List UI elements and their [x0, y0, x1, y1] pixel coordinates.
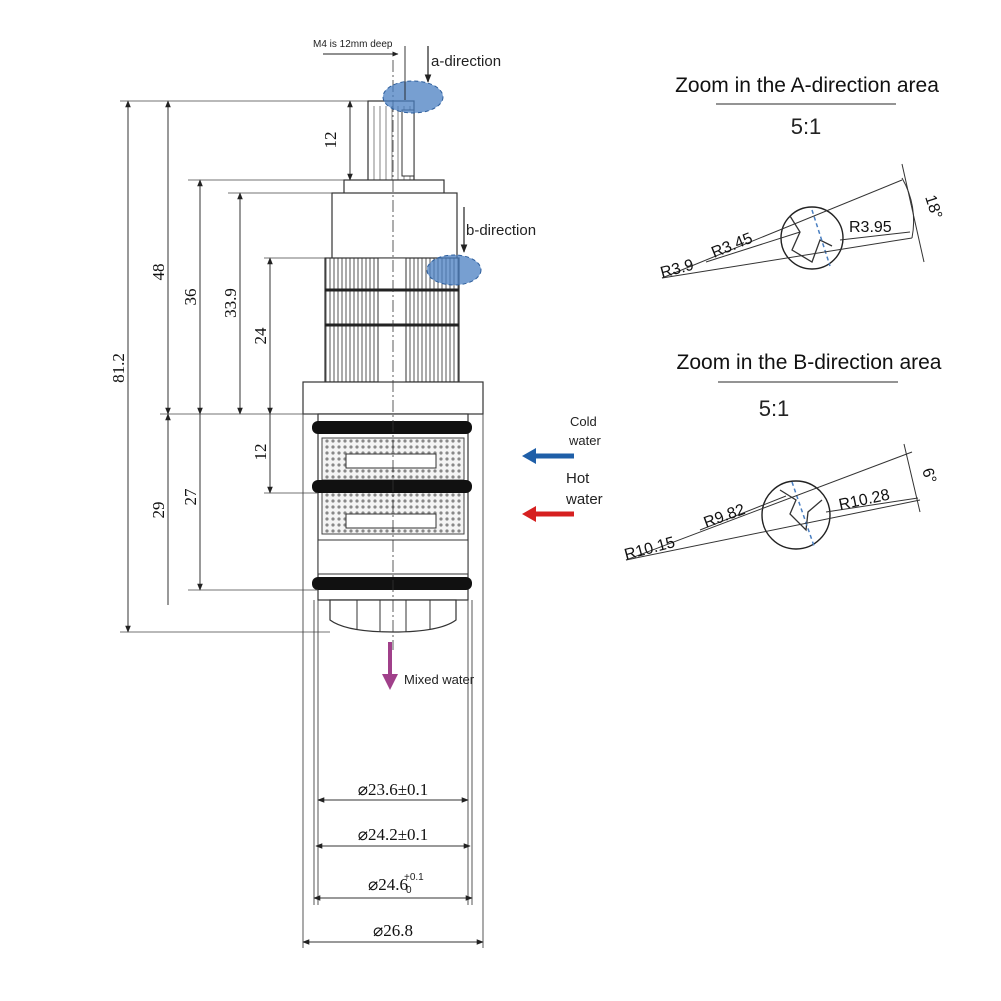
dia-24-2: ⌀24.2±0.1 [358, 825, 429, 844]
zoom-b-scale: 5:1 [759, 396, 790, 421]
zoom-b-r3: R10.28 [837, 487, 891, 514]
a-direction-marker [382, 80, 444, 114]
dim-48: 48 [149, 264, 168, 281]
dim-24: 24 [251, 327, 270, 345]
dim-36: 36 [181, 289, 200, 306]
dia-24-6: ⌀24.6 [368, 875, 408, 894]
zoom-b-detail: Zoom in the B-direction area 5:1 R10.15 … [623, 351, 942, 564]
zoom-b-r1: R10.15 [623, 534, 677, 564]
zoom-a-r2: R3.45 [709, 230, 755, 262]
dia-24-6-upper-tol: +0.1 [404, 872, 424, 883]
mixed-water-label: Mixed water [404, 672, 475, 687]
dim-12-mid: 12 [251, 444, 270, 461]
dia-24-6-lower-tol: 0 [406, 885, 412, 896]
dim-27: 27 [181, 488, 200, 506]
a-direction-label: a-direction [431, 53, 501, 70]
zoom-a-r3: R3.95 [849, 219, 892, 236]
zoom-a-angle: 18° [921, 193, 945, 221]
zoom-a-scale: 5:1 [791, 114, 822, 139]
dim-12-top: 12 [321, 132, 340, 149]
dim-81-2: 81.2 [109, 353, 128, 383]
cold-water-label-2: water [568, 433, 601, 448]
cartridge-body [302, 60, 484, 650]
zoom-b-title: Zoom in the B-direction area [677, 351, 942, 374]
m4-note: M4 is 12mm deep [313, 39, 393, 50]
water-flow-arrows [382, 448, 574, 690]
zoom-a-detail: Zoom in the A-direction area 5:1 R3.9 R3… [659, 74, 945, 282]
b-direction-label: b-direction [466, 222, 536, 239]
dia-26-8: ⌀26.8 [373, 921, 413, 940]
dim-33-9: 33.9 [221, 288, 240, 318]
dia-23-6: ⌀23.6±0.1 [358, 780, 429, 799]
vertical-dimensions: 81.2 48 29 36 27 33.9 24 12 12 [109, 100, 368, 633]
dim-29: 29 [149, 502, 168, 519]
zoom-a-r1: R3.9 [659, 257, 696, 282]
zoom-b-r2: R9.82 [702, 501, 748, 532]
zoom-b-angle: 6° [918, 466, 939, 486]
zoom-a-title: Zoom in the A-direction area [675, 74, 939, 97]
diameter-dimensions: ⌀23.6±0.1 ⌀24.2±0.1 ⌀24.6 +0.1 0 ⌀26.8 [302, 780, 484, 945]
hot-water-label-1: Hot [566, 470, 590, 487]
cold-water-label-1: Cold [570, 414, 597, 429]
hot-water-label-2: water [565, 491, 603, 508]
b-direction-marker [426, 254, 482, 286]
